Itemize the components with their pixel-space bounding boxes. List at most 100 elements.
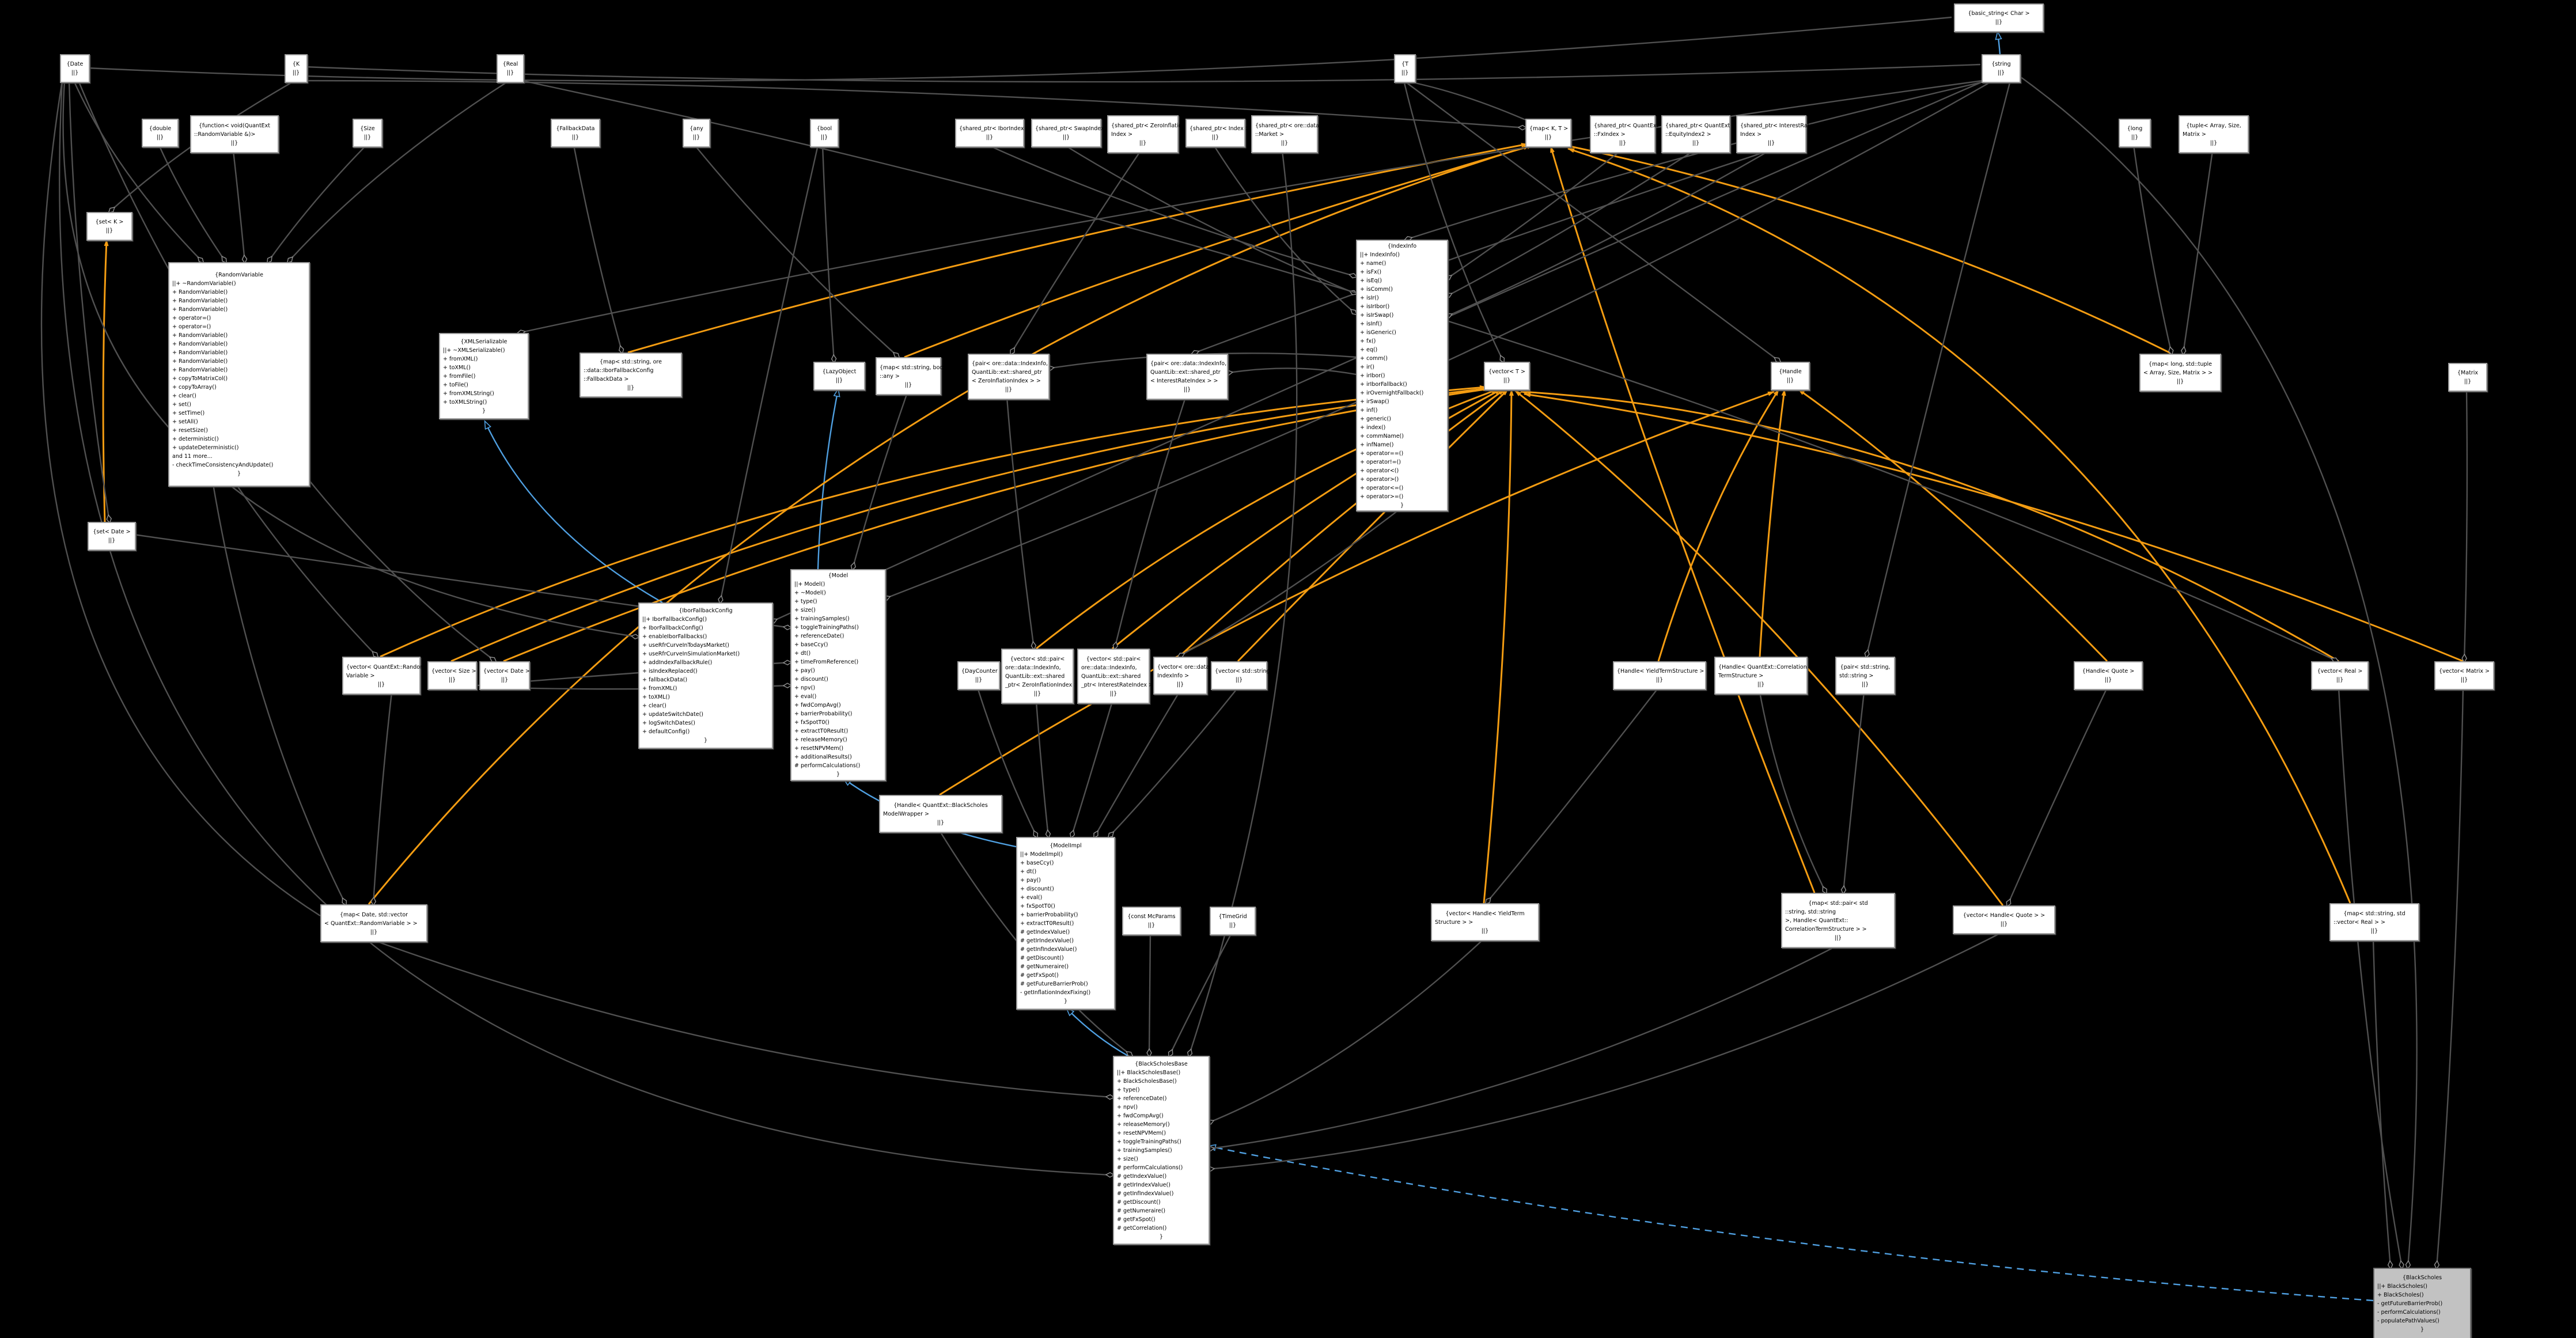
- member-line: + fromXML(): [443, 355, 478, 362]
- member-line: + RandomVariable(): [172, 341, 228, 347]
- class-node-handle_quote[interactable]: {Handle< Quote >||}: [2074, 661, 2143, 690]
- edge-o-25: [1759, 389, 1786, 657]
- class-node-vector_size[interactable]: {vector< Size >||}: [427, 661, 477, 690]
- member-line: ||}: [71, 70, 79, 76]
- member-line: - populatePathValues(): [2377, 1317, 2439, 1324]
- member-line: _ptr< ZeroInflationIndex > > >: [1005, 681, 1092, 688]
- class-node-sp_swapindex[interactable]: {shared_ptr< SwapIndex >||}: [1031, 119, 1111, 147]
- class-node-sp_market[interactable]: {shared_ptr< ore::data::Market >||}: [1251, 115, 1319, 153]
- class-node-vector_handle_quote[interactable]: {vector< Handle< Quote > >||}: [1953, 905, 2055, 934]
- class-node-vec_pair_ir[interactable]: {vector< std::pair<ore::data::IndexInfo,…: [1077, 649, 1166, 704]
- class-node-long_[interactable]: {long||}: [2119, 119, 2151, 147]
- class-title: {pair< ore::data::IndexInfo,: [1150, 361, 1227, 367]
- class-node-indexinfo[interactable]: {IndexInfo||+ IndexInfo()+ name()+ isFx(…: [1356, 240, 1448, 511]
- class-node-handle[interactable]: {Handle||}: [1771, 362, 1810, 391]
- class-node-const_mcparams[interactable]: {const McParams||}: [1122, 907, 1181, 935]
- class-node-vector_date[interactable]: {vector< Date >||}: [479, 661, 530, 690]
- class-node-randomvariable[interactable]: {RandomVariable||+ ~RandomVariable()+ Ra…: [168, 262, 310, 487]
- member-line: ||}: [1229, 922, 1237, 928]
- class-node-tuple_asm[interactable]: {tuple< Array, Size,Matrix >||}: [2179, 115, 2249, 153]
- class-node-bool[interactable]: {bool||}: [810, 119, 839, 147]
- class-node-modelimpl[interactable]: {ModelImpl||+ ModelImpl()+ baseCcy()+ dt…: [1016, 837, 1115, 1010]
- class-node-xmlserializable[interactable]: {XMLSerializable||+ ~XMLSerializable()+ …: [439, 333, 529, 419]
- member-line: + defaultConfig(): [642, 729, 690, 735]
- edge-g-97: [305, 63, 1981, 83]
- class-node-sp_iborindex[interactable]: {shared_ptr< IborIndex >||}: [955, 119, 1030, 147]
- class-node-real[interactable]: {Real||}: [497, 54, 524, 83]
- class-node-map_iborfb[interactable]: {map< std::string, ore::data::IborFallba…: [579, 352, 682, 397]
- edge-g-39: [62, 80, 638, 637]
- class-node-sp_equityindex2[interactable]: {shared_ptr< QuantExt::EquityIndex2 >||}: [1661, 115, 1730, 153]
- class-node-vector_t[interactable]: {vector< T >||}: [1484, 362, 1530, 391]
- class-node-sp_index[interactable]: {shared_ptr< Index >||}: [1185, 119, 1250, 147]
- edge-g-46: [884, 79, 1994, 599]
- class-title: {vector< Handle< Quote > >: [1963, 912, 2045, 919]
- class-node-handle_yts[interactable]: {Handle< YieldTermStructure >||}: [1613, 661, 1706, 690]
- class-node-function_rv[interactable]: {function< void(QuantExt::RandomVariable…: [190, 115, 279, 153]
- class-node-double[interactable]: {double||}: [142, 119, 179, 147]
- member-line: + fwdCompAvg(): [794, 702, 841, 708]
- class-node-map_pair_corr[interactable]: {map< std::pair< std::string, std::strin…: [1781, 893, 1895, 948]
- class-node-timegrid[interactable]: {TimeGrid||}: [1210, 907, 1256, 935]
- class-node-size[interactable]: {Size||}: [353, 119, 382, 147]
- class-node-vector_real[interactable]: {vector< Real >||}: [2311, 661, 2369, 690]
- member-line: + isComm(): [1360, 286, 1393, 293]
- member-line: ||+ ModelImpl(): [1020, 851, 1063, 858]
- member-line: + fx(): [1360, 338, 1376, 344]
- class-node-vector_matrix[interactable]: {vector< Matrix >||}: [2434, 661, 2494, 690]
- class-node-basic_string[interactable]: {basic_string< Char >||}: [1954, 3, 2044, 32]
- member-line: + enableIborFallbacks(): [642, 634, 707, 640]
- edge-g-56: [1446, 150, 1621, 279]
- edge-g-58: [1446, 150, 1770, 317]
- class-node-vec_pair_zi[interactable]: {vector< std::pair<ore::data::IndexInfo,…: [1001, 649, 1092, 704]
- member-line: Structure > >: [1435, 919, 1473, 926]
- member-line: ||}: [501, 677, 509, 683]
- class-node-map_string_any[interactable]: {map< std::string, boost::any >||}: [876, 357, 948, 395]
- edge-g-98: [40, 80, 321, 917]
- class-node-set_date[interactable]: {set< Date >||}: [88, 522, 136, 551]
- class-node-daycounter[interactable]: {DayCounter||}: [957, 661, 1000, 690]
- member-line: + discount(): [794, 676, 828, 683]
- class-node-blackscholesbase[interactable]: {BlackScholesBase||+ BlackScholesBase()+…: [1113, 1056, 1210, 1245]
- edge-g-88: [2132, 145, 2172, 354]
- class-node-map_kt[interactable]: {map< K, T >||}: [1525, 119, 1571, 147]
- member-line: ore::data::IndexInfo,: [1005, 664, 1061, 671]
- class-node-any[interactable]: {any||}: [683, 119, 710, 147]
- member-line: }: [703, 737, 708, 744]
- class-node-iborfallbackconfig[interactable]: {IborFallbackConfig||+ IborFallbackConfi…: [638, 602, 773, 749]
- member-line: ||}: [937, 819, 945, 826]
- class-node-map_long_tuple[interactable]: {map< long, std::tuple< Array, Size, Mat…: [2139, 354, 2221, 392]
- member-line: + operator<=(): [1360, 484, 1404, 491]
- class-node-pair_ss[interactable]: {pair< std::string,std::string >||}: [1835, 657, 1895, 695]
- class-title: {Size: [360, 126, 375, 132]
- class-node-map_string_vecreal[interactable]: {map< std::string, std::vector< Real > >…: [2329, 903, 2419, 941]
- class-node-map_date_vecrv[interactable]: {map< Date, std::vector< QuantExt::Rando…: [320, 904, 427, 942]
- class-node-vec_string[interactable]: {vector< std::string >||}: [1211, 661, 1276, 690]
- class-node-sp_fxindex[interactable]: {shared_ptr< QuantExt::FxIndex >||}: [1590, 115, 1658, 153]
- class-node-k[interactable]: {K||}: [285, 54, 308, 83]
- member-line: ||}: [1176, 681, 1184, 688]
- class-node-fallbackdata[interactable]: {FallbackData||}: [551, 119, 600, 147]
- member-line: _ptr< InterestRateIndex > > >: [1081, 681, 1166, 688]
- class-node-lazyobject[interactable]: {LazyObject||}: [813, 362, 865, 391]
- edge-g-87: [2007, 687, 2108, 905]
- class-node-matrix[interactable]: {Matrix||}: [2448, 363, 2487, 392]
- member-line: < Array, Size, Matrix > >: [2143, 369, 2213, 376]
- class-node-model[interactable]: {Model||+ Model()+ ~Model()+ type()+ siz…: [790, 569, 886, 781]
- class-node-string[interactable]: {string||}: [1982, 54, 2021, 83]
- class-title: {Handle< QuantExt::Correlation: [1718, 664, 1807, 670]
- class-node-vec_indexinfo[interactable]: {vector< ore::data::IndexInfo >||}: [1153, 657, 1213, 695]
- class-node-pair_irindex[interactable]: {pair< ore::data::IndexInfo,QuantLib::ex…: [1146, 354, 1228, 400]
- class-node-blackscholes[interactable]: {BlackScholes||+ BlackScholes()+ BlackSc…: [2373, 1268, 2471, 1338]
- class-node-set_k[interactable]: {set< K >||}: [86, 212, 132, 241]
- class-node-date[interactable]: {Date||}: [60, 54, 90, 83]
- class-node-t[interactable]: {T||}: [1394, 54, 1416, 83]
- member-line: }: [836, 771, 840, 778]
- class-node-pair_zeroinfl[interactable]: {pair< ore::data::IndexInfo,QuantLib::ex…: [968, 354, 1050, 400]
